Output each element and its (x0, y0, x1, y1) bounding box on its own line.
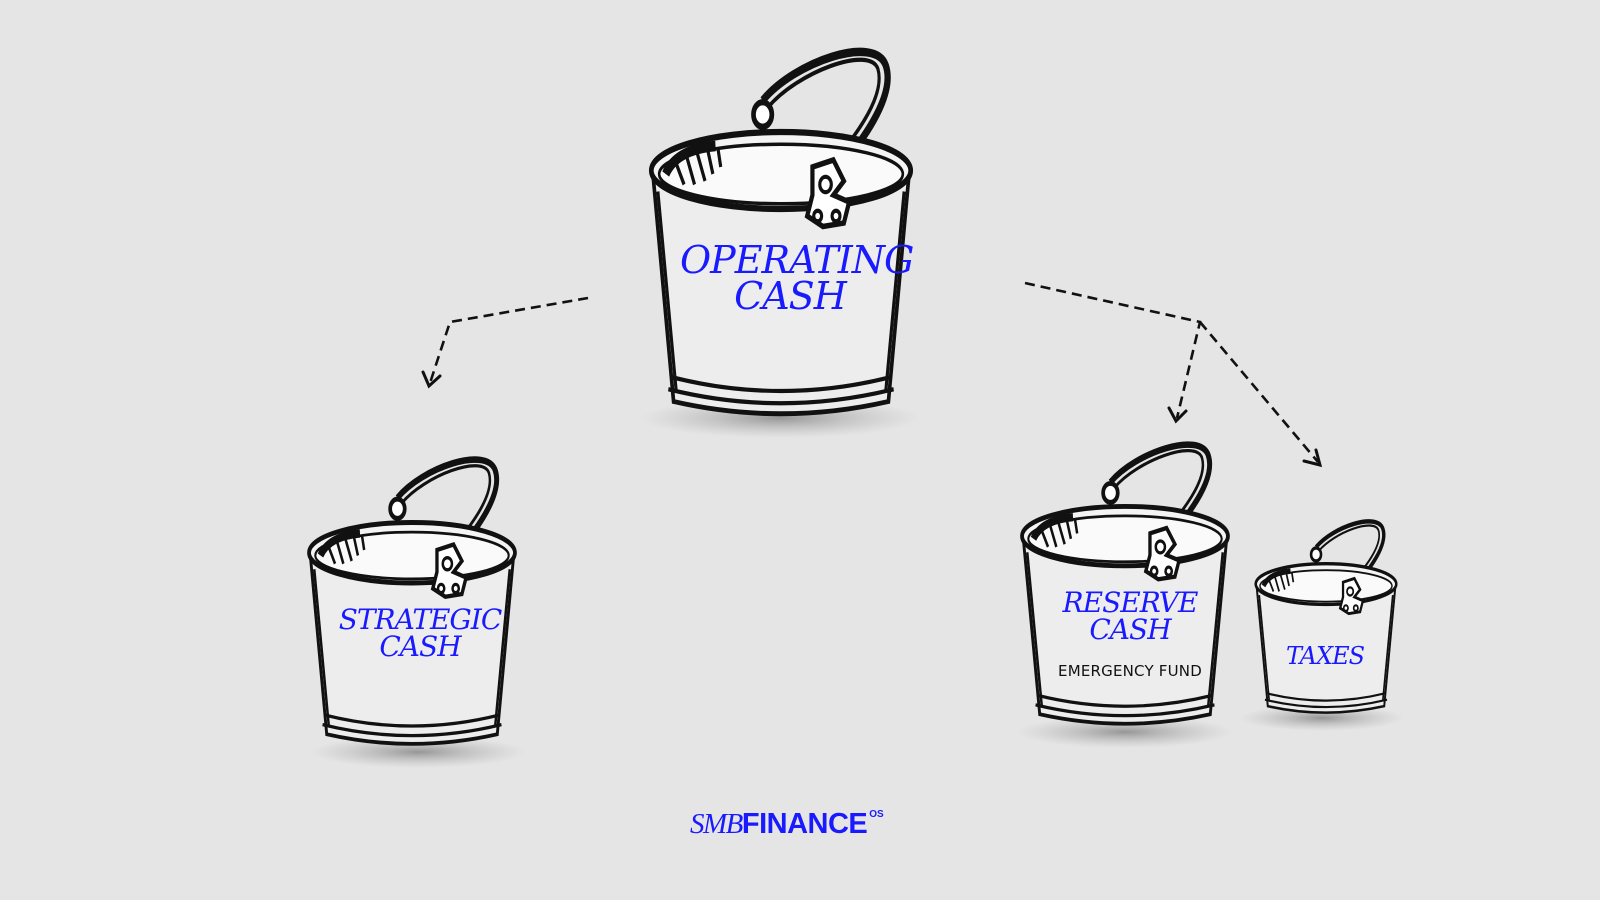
reserve-cash-label: RESERVE CASH (1055, 586, 1205, 646)
logo-finance-text: FINANCE (741, 808, 868, 840)
taxes-line1: TAXES (1285, 642, 1365, 670)
taxes-bucket-icon (1256, 521, 1397, 712)
operating-cash-label: OPERATING CASH (680, 238, 914, 319)
operating-bucket-icon (651, 52, 910, 414)
strategic-bucket-icon (309, 460, 515, 744)
strategic-cash-line1: STRATEGIC (338, 603, 503, 636)
arrowhead-reserve (1167, 406, 1188, 424)
arrow-to-strategic (428, 296, 589, 384)
operating-cash-line1: OPERATING (680, 238, 914, 282)
strategic-bucket-shadow (310, 736, 526, 768)
strategic-cash-label: STRATEGIC CASH (330, 603, 510, 663)
arrow-to-taxes (1199, 321, 1319, 463)
taxes-label: TAXES (1270, 642, 1380, 670)
arrowhead-strategic (421, 370, 442, 389)
operating-cash-line2: CASH (734, 274, 847, 319)
emergency-fund-label: EMERGENCY FUND (1058, 662, 1202, 680)
arrowhead-taxes (1302, 448, 1323, 468)
taxes-bucket-shadow (1240, 705, 1404, 731)
reserve-bucket-icon (1022, 445, 1228, 724)
reserve-bucket-shadow (1017, 716, 1233, 748)
reserve-cash-line2: CASH (1089, 612, 1171, 646)
arrow-to-reserve-segment (1024, 281, 1202, 419)
reserve-cash-line1: RESERVE (1062, 586, 1199, 619)
logo-smb-text: SMB (690, 808, 743, 840)
strategic-cash-line2: CASH (379, 629, 461, 663)
logo-os-superscript: OS (869, 809, 884, 820)
